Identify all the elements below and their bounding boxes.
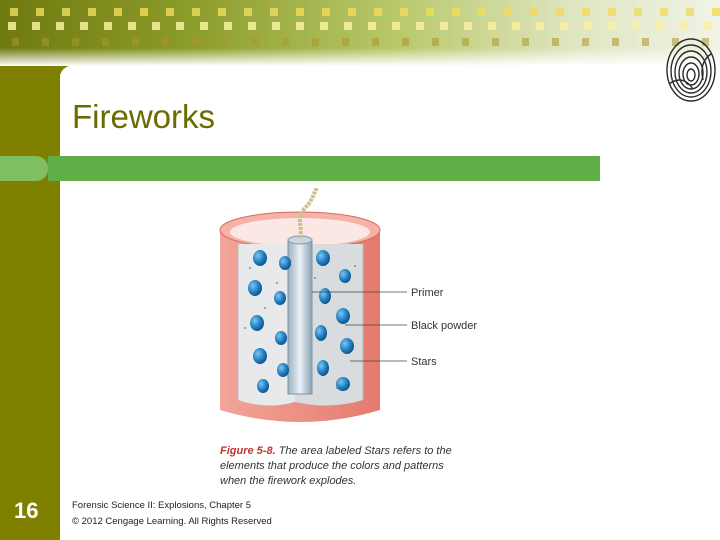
label-stars: Stars: [411, 356, 437, 368]
title-divider-left: [0, 156, 48, 181]
label-black-powder: Black powder: [411, 320, 477, 332]
figure-caption-label: Figure 5-8.: [220, 445, 276, 457]
footer-course-line: Forensic Science II: Explosions, Chapter…: [72, 500, 252, 511]
header-decoration-band: [0, 0, 720, 66]
left-bar-corner: [60, 66, 72, 78]
left-sidebar-bar: [0, 66, 60, 540]
fuse: [297, 188, 319, 239]
label-primer: Primer: [411, 287, 444, 299]
firework-diagram: Primer Black powder Stars: [219, 188, 477, 422]
slide-title: Fireworks: [72, 98, 216, 135]
figure-caption-text: The area labeled Stars refers to the ele…: [220, 445, 452, 487]
footer-copyright-line: © 2012 Cengage Learning. All Rights Rese…: [72, 516, 272, 527]
primer-tube: [287, 239, 313, 395]
title-divider: [48, 156, 600, 181]
slide-number: 16: [14, 498, 39, 523]
fingerprint-icon: [666, 38, 716, 102]
figure-caption: Figure 5-8. The area labeled Stars refer…: [220, 444, 470, 489]
